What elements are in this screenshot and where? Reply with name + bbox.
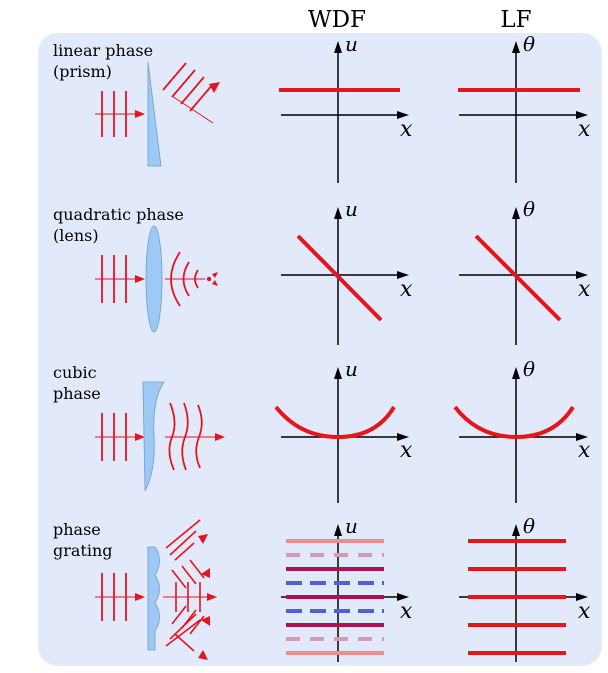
- wdf-axis-x-grating: x: [400, 599, 413, 624]
- wdf-axis-u-quadratic: u: [345, 197, 358, 221]
- lens-optic: [145, 225, 163, 333]
- lf-axis-x-cubic: x: [578, 438, 591, 463]
- row-label-linear-line1: linear phase: [53, 41, 153, 60]
- grating-optic: [147, 546, 160, 651]
- wdf-plot-linear: [279, 41, 409, 183]
- row-label-cubic-line2: phase: [53, 384, 101, 403]
- wdf-axis-u-grating: u: [345, 514, 358, 538]
- lf-axis-theta-cubic: θ: [523, 357, 535, 381]
- lf-axis-x-quadratic: x: [578, 277, 591, 302]
- row-label-grating-line1: phase: [53, 520, 101, 539]
- lf-plot-linear: [458, 41, 588, 183]
- cubic-plate-optic: [142, 381, 165, 492]
- prism-illustration: [95, 61, 220, 167]
- wdf-plot-cubic: [274, 367, 409, 503]
- lf-trace-cubic: [453, 405, 575, 440]
- lf-axis-x-linear: x: [578, 117, 591, 142]
- row-label-quadratic-line2: (lens): [53, 226, 99, 245]
- lf-plot-grating: [459, 524, 588, 662]
- wdf-axis-u-linear: u: [345, 32, 358, 56]
- row-label-linear-line2: (prism): [53, 62, 112, 81]
- row-label-grating-line2: grating: [53, 541, 113, 560]
- lf-plot-cubic: [453, 367, 588, 503]
- row-label-quadratic-line1: quadratic phase: [53, 205, 184, 224]
- grating-illustration: [95, 519, 217, 660]
- lf-plot-quadratic: [459, 207, 588, 345]
- lf-trace-quadratic: [474, 234, 562, 322]
- lf-axis-theta-grating: θ: [523, 514, 535, 538]
- wdf-plot-quadratic: [281, 207, 409, 345]
- lf-axis-theta-linear: θ: [523, 32, 535, 56]
- column-header-wdf: WDF: [308, 7, 366, 33]
- column-header-lf: LF: [500, 7, 531, 33]
- wdf-trace-quadratic: [296, 234, 383, 322]
- lens-illustration: [95, 225, 218, 333]
- background-panel: [38, 33, 602, 666]
- cubic-plate-illustration: [95, 381, 225, 492]
- wdf-axis-x-linear: x: [400, 117, 413, 142]
- row-label-cubic-line1: cubic: [53, 363, 97, 382]
- wdf-trace-cubic: [274, 405, 396, 440]
- wdf-plot-grating: [281, 524, 409, 662]
- lf-axis-x-grating: x: [578, 599, 591, 624]
- lf-axis-theta-quadratic: θ: [523, 197, 535, 221]
- prism-optic: [147, 61, 162, 167]
- wdf-axis-x-cubic: x: [400, 438, 413, 463]
- wdf-axis-x-quadratic: x: [400, 277, 413, 302]
- wdf-axis-u-cubic: u: [345, 357, 358, 381]
